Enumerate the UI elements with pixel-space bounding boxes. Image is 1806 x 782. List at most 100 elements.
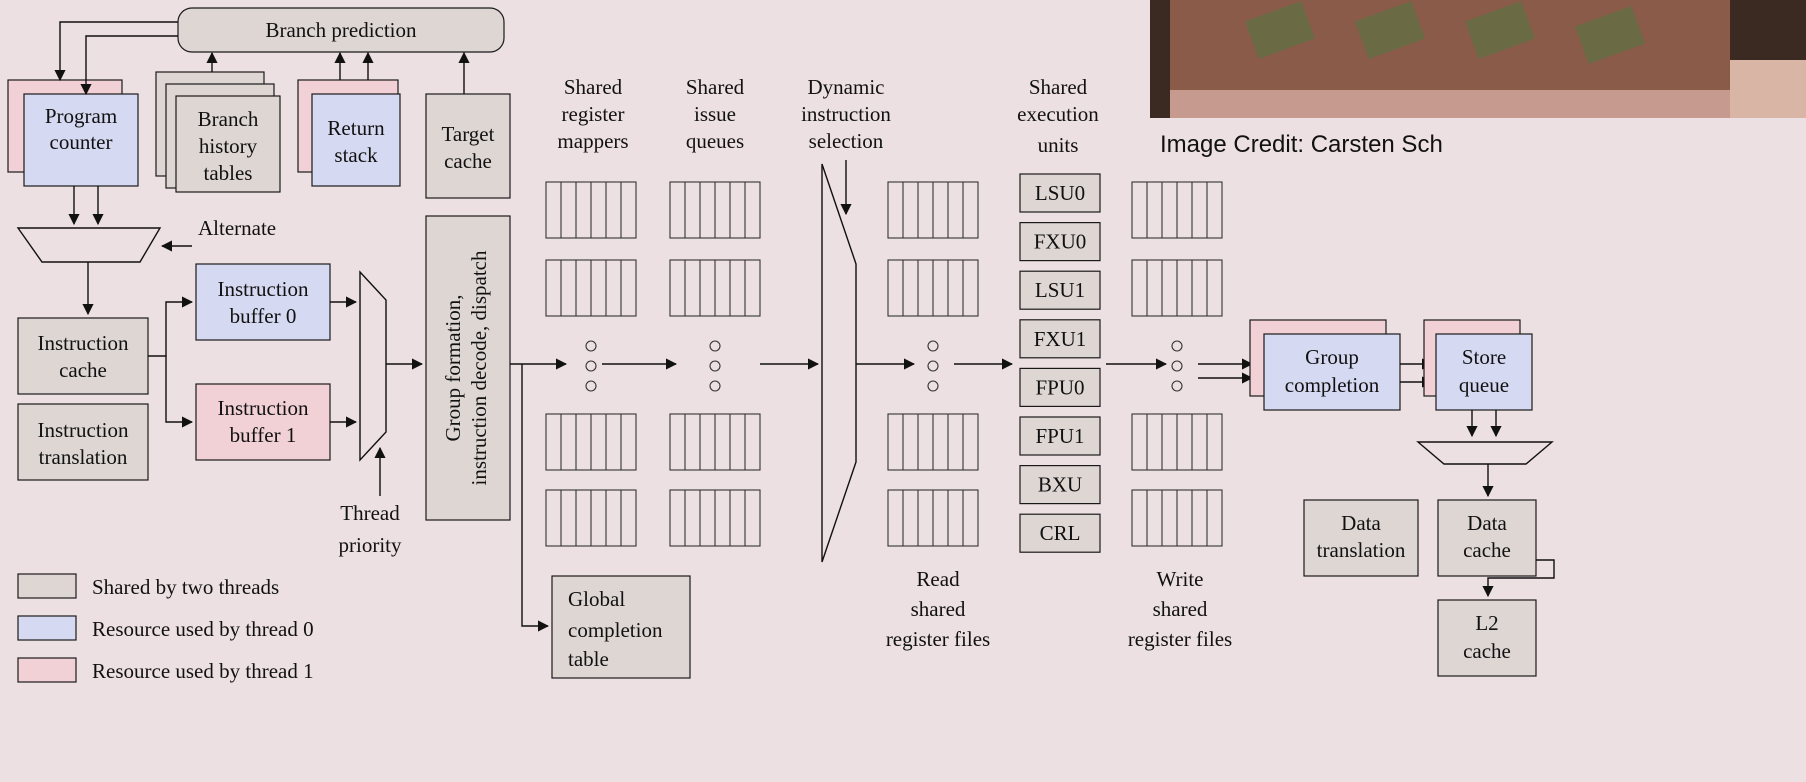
exec-unit-label: FXU1 [1034, 327, 1087, 351]
instruction-translation-block: Instruction translation [17, 403, 149, 481]
heading-dynamic-selection: Dynamic instruction selection [801, 75, 891, 153]
ellipsis-dot [1171, 380, 1183, 392]
svg-text:cache: cache [1463, 538, 1511, 562]
svg-text:Group: Group [1305, 345, 1359, 369]
svg-text:shared: shared [1153, 597, 1208, 621]
exec-unit-bxu: BXU [1019, 465, 1101, 505]
svg-text:mappers: mappers [557, 129, 628, 153]
svg-text:completion: completion [568, 618, 663, 642]
legend-item: Resource used by thread 1 [17, 657, 314, 683]
ellipsis-dot [1171, 360, 1183, 372]
svg-text:history: history [199, 134, 258, 158]
svg-text:register: register [562, 102, 625, 126]
svg-text:translation: translation [39, 445, 128, 469]
heading-issue-queues: Shared issue queues [686, 75, 745, 153]
svg-text:buffer 1: buffer 1 [230, 423, 297, 447]
thread-priority-mux [359, 270, 387, 462]
return-stack-block: Return stack [297, 79, 401, 187]
svg-text:Data: Data [1467, 511, 1507, 535]
register-grid [669, 259, 761, 317]
ellipsis-dot [585, 340, 597, 352]
svg-text:Group formation,: Group formation, [441, 295, 465, 442]
register-grid [669, 181, 761, 239]
l2-cache-block: L2 cache [1437, 599, 1537, 677]
alternate-mux [16, 227, 162, 263]
svg-text:issue: issue [694, 102, 736, 126]
svg-text:instruction decode, dispatch: instruction decode, dispatch [467, 250, 491, 486]
exec-unit-fpu1: FPU1 [1019, 416, 1101, 456]
svg-text:Instruction: Instruction [38, 418, 129, 442]
dynamic-selection-mux [821, 163, 857, 563]
legend-item: Resource used by thread 0 [17, 615, 314, 641]
svg-text:Instruction: Instruction [218, 277, 309, 301]
instruction-buffer-0-block: Instruction buffer 0 [195, 263, 331, 341]
register-grid [545, 259, 637, 317]
svg-text:shared: shared [911, 597, 966, 621]
store-queue-block: Store queue [1423, 319, 1533, 411]
ellipsis-dot [585, 360, 597, 372]
branch-prediction-label: Branch prediction [265, 18, 417, 42]
svg-text:cache: cache [444, 149, 492, 173]
target-cache-block: Target cache [425, 93, 511, 199]
svg-text:Shared: Shared [686, 75, 745, 99]
ellipsis-dot [709, 360, 721, 372]
register-grid [545, 413, 637, 471]
alternate-label: Alternate [198, 216, 276, 240]
exec-unit-lsu1: LSU1 [1019, 270, 1101, 310]
svg-text:Program: Program [45, 104, 117, 128]
thread-priority-label: Thread [340, 501, 400, 525]
svg-text:units: units [1038, 133, 1079, 157]
instruction-cache-block: Instruction cache [17, 317, 149, 395]
svg-text:Branch: Branch [198, 107, 259, 131]
register-grid [545, 489, 637, 547]
legend-label: Resource used by thread 1 [92, 659, 314, 683]
heading-register-mappers: Shared register mappers [557, 75, 628, 153]
svg-text:register files: register files [1128, 627, 1232, 651]
photo-thumbnail [1150, 0, 1806, 118]
svg-text:Shared: Shared [564, 75, 623, 99]
ellipsis-dot [927, 360, 939, 372]
register-grid [1131, 413, 1223, 471]
branch-history-tables-block: Branch history tables [155, 71, 281, 193]
ellipsis-dot [709, 340, 721, 352]
svg-text:counter: counter [50, 130, 113, 154]
exec-unit-label: FXU0 [1034, 230, 1087, 254]
ellipsis-dot [927, 380, 939, 392]
exec-unit-crl: CRL [1019, 513, 1101, 553]
ellipsis-dot [927, 340, 939, 352]
svg-text:translation: translation [1317, 538, 1406, 562]
svg-text:buffer 0: buffer 0 [230, 304, 297, 328]
svg-text:Shared: Shared [1029, 75, 1088, 99]
legend-swatch [17, 657, 77, 683]
register-grid [669, 489, 761, 547]
svg-text:cache: cache [1463, 639, 1511, 663]
exec-unit-label: CRL [1040, 521, 1081, 545]
read-register-files-label: Read shared register files [886, 567, 990, 651]
svg-text:queues: queues [686, 129, 744, 153]
exec-unit-label: FPU0 [1035, 375, 1084, 399]
branch-prediction-block: Branch prediction [177, 7, 505, 53]
group-formation-block: Group formation, instruction decode, dis… [425, 215, 511, 521]
register-grid [1131, 259, 1223, 317]
svg-text:Instruction: Instruction [218, 396, 309, 420]
svg-text:Dynamic: Dynamic [808, 75, 885, 99]
register-grid [669, 413, 761, 471]
svg-text:Data: Data [1341, 511, 1381, 535]
instruction-buffer-1-block: Instruction buffer 1 [195, 383, 331, 461]
data-translation-block: Data translation [1303, 499, 1419, 577]
svg-text:queue: queue [1459, 373, 1509, 397]
image-credit: Image Credit: Carsten Sch [1160, 131, 1443, 158]
svg-text:Return: Return [327, 116, 385, 140]
register-grid [1131, 181, 1223, 239]
exec-unit-fxu0: FXU0 [1019, 222, 1101, 262]
svg-text:Global: Global [568, 587, 625, 611]
svg-text:execution: execution [1017, 102, 1099, 126]
svg-text:cache: cache [59, 358, 107, 382]
register-grid [1131, 489, 1223, 547]
register-grid [887, 259, 979, 317]
exec-unit-fpu0: FPU0 [1019, 367, 1101, 407]
